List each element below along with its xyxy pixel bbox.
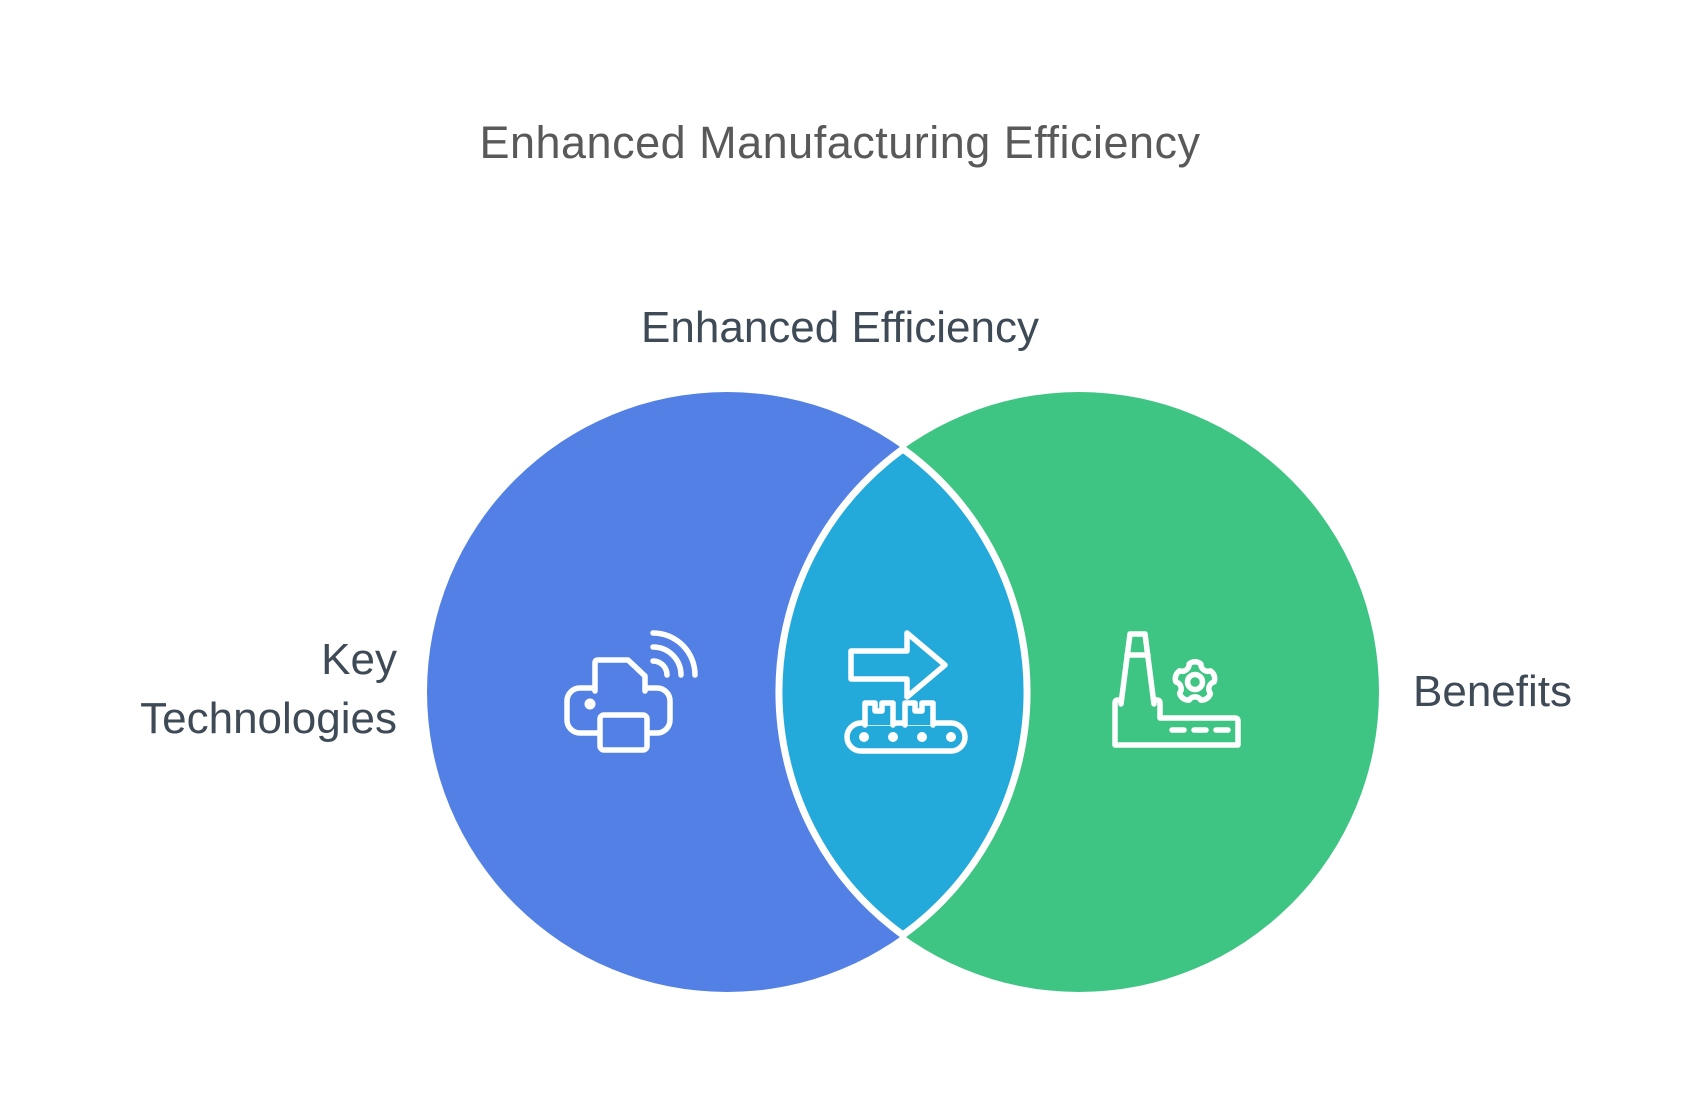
intersection-title: Enhanced Efficiency — [641, 303, 1039, 352]
left-circle-label: Key Technologies — [0, 630, 397, 748]
wifi-arc-medium — [650, 644, 684, 678]
wireless-printer-icon — [564, 630, 698, 753]
roller-3 — [917, 732, 927, 742]
roller-4 — [946, 732, 956, 742]
box-left — [862, 700, 896, 728]
conveyor-belt-arrow-icon — [844, 630, 968, 754]
factory-chimney — [1118, 631, 1157, 707]
printer-tray — [597, 712, 650, 753]
gear-outline — [1172, 658, 1218, 703]
wifi-arc-small — [650, 658, 670, 678]
roller-2 — [888, 732, 898, 742]
printer-led — [584, 698, 596, 710]
factory-building — [1112, 697, 1241, 748]
right-circle-label: Benefits — [1413, 667, 1572, 716]
right-arrow — [848, 630, 948, 700]
intersection-lens — [775, 444, 1031, 940]
printer-paper — [592, 657, 648, 694]
gear-hole — [1184, 671, 1206, 693]
left-circle-label-line1: Key — [321, 635, 397, 684]
wifi-arc-large — [650, 630, 698, 678]
page-title: Enhanced Manufacturing Efficiency — [479, 117, 1201, 168]
roller-1 — [859, 732, 869, 742]
left-circle-label-line2: Technologies — [140, 694, 397, 743]
box-right — [902, 700, 936, 728]
factory-gear-icon — [1112, 631, 1241, 748]
